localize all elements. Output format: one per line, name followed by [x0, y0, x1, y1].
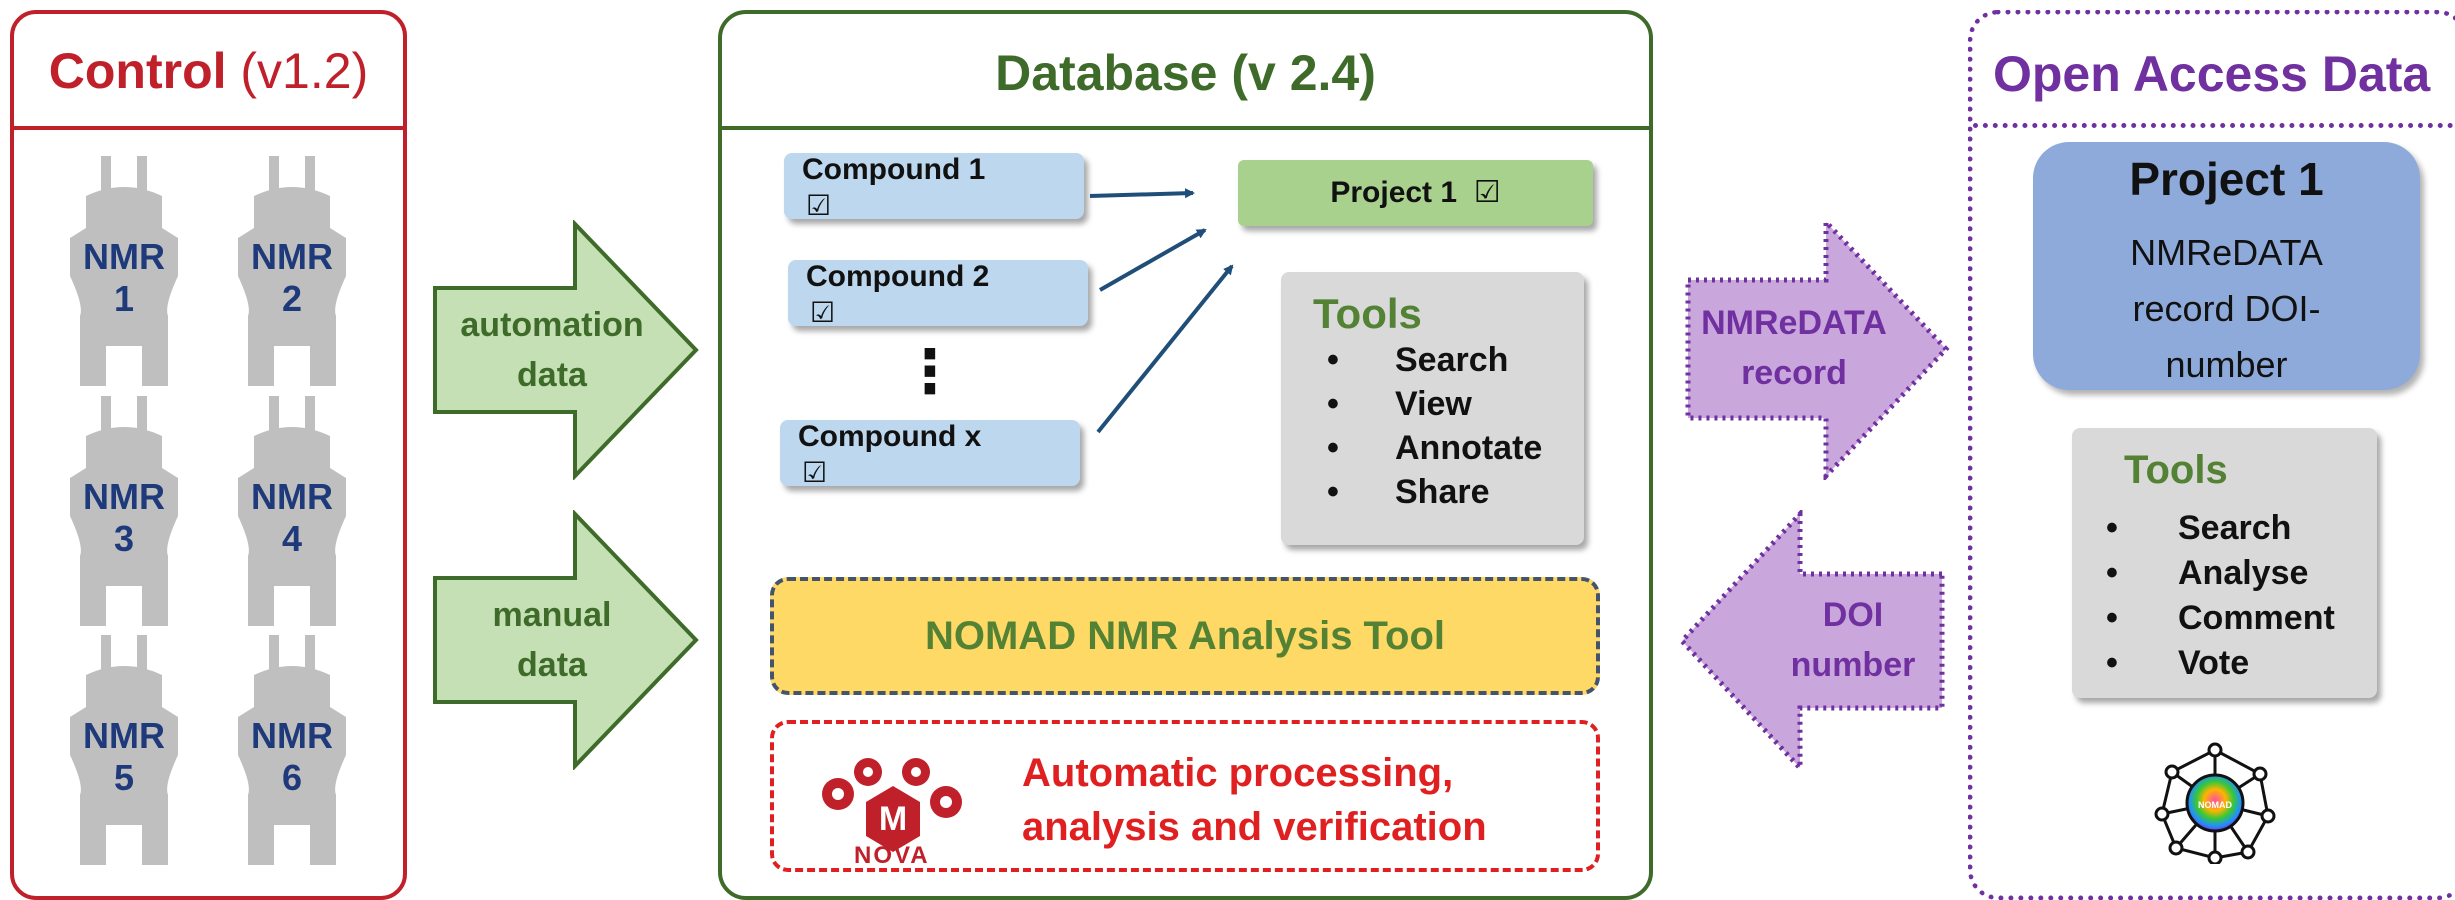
compound-x-checkbox-icon: ☑ — [802, 457, 828, 488]
database-project-checkbox-icon: ☑ — [1473, 176, 1501, 209]
compound-1-label: Compound 1 — [802, 153, 986, 186]
database-tool-item: •Search — [1327, 341, 1509, 379]
open-access-divider — [1973, 123, 2455, 128]
nova-logo-text: NOVA — [854, 842, 930, 869]
control-title: Control (v1.2) — [48, 43, 369, 99]
open-access-tools-box: Tools •Search •Analyse •Comment •Vote — [2072, 428, 2377, 698]
database-project-label: Project 1 — [1330, 176, 1458, 209]
open-access-tool-item: •Vote — [2106, 644, 2250, 682]
compound-2-checkbox-icon: ☑ — [810, 297, 836, 328]
nova-logo-letter: M — [879, 800, 907, 838]
database-tools-title: Tools — [1313, 290, 1422, 337]
nova-logo-icon: M — [822, 758, 962, 852]
compound-1-checkbox-icon: ☑ — [806, 190, 832, 221]
connector-2-arrow — [1099, 228, 1207, 292]
database-title: Database (v 2.4) — [995, 45, 1376, 101]
database-tools-list: •Search •View •Annotate •Share — [1311, 338, 1542, 514]
open-access-title: Open Access Data — [1993, 46, 2431, 102]
control-divider — [14, 126, 403, 130]
open-access-tools-title: Tools — [2124, 448, 2228, 492]
nomad-analysis-tool-box: NOMAD NMR Analysis Tool — [770, 577, 1600, 695]
compound-x-label: Compound x — [798, 420, 982, 453]
connector-1-arrow — [1089, 188, 1195, 199]
database-tool-item: •Annotate — [1327, 429, 1543, 467]
nova-processing-box: M NOVA Automatic processing,analysis and… — [770, 720, 1600, 872]
open-access-tool-item: •Comment — [2106, 599, 2335, 637]
open-access-project-line: record DOI- — [2132, 288, 2321, 329]
compound-ellipsis: ⋮ — [900, 338, 960, 405]
open-access-tools-list: •Search •Analyse •Comment •Vote — [2098, 506, 2335, 686]
open-access-project-line: NMReDATA — [2130, 232, 2323, 273]
compound-x-card: Compound x ☑ — [780, 420, 1080, 488]
open-access-project-title: Project 1 — [2129, 153, 2324, 205]
database-project-card: Project 1 ☑ — [1238, 160, 1593, 226]
database-divider — [722, 126, 1649, 130]
compound-2-card: Compound 2 ☑ — [788, 260, 1088, 328]
compound-1-card: Compound 1 ☑ — [784, 153, 1084, 221]
compound-2-label: Compound 2 — [806, 260, 990, 293]
database-tool-item: •View — [1327, 385, 1472, 423]
database-tool-item: •Share — [1327, 473, 1490, 511]
open-access-project-card: Project 1 NMReDATA record DOI- number — [2033, 142, 2420, 390]
connector-x-arrow — [1096, 264, 1234, 434]
open-access-tool-item: •Search — [2106, 509, 2292, 547]
open-access-project-line: number — [2165, 344, 2288, 385]
database-tools-box: Tools •Search •View •Annotate •Share — [1281, 272, 1584, 545]
open-access-tool-item: •Analyse — [2106, 554, 2309, 592]
nomad-network-logo-icon: NOMAD — [2154, 742, 2276, 864]
nova-description: Automatic processing,analysis and verifi… — [1022, 751, 1487, 849]
nomad-logo-text: NOMAD — [2198, 800, 2232, 810]
